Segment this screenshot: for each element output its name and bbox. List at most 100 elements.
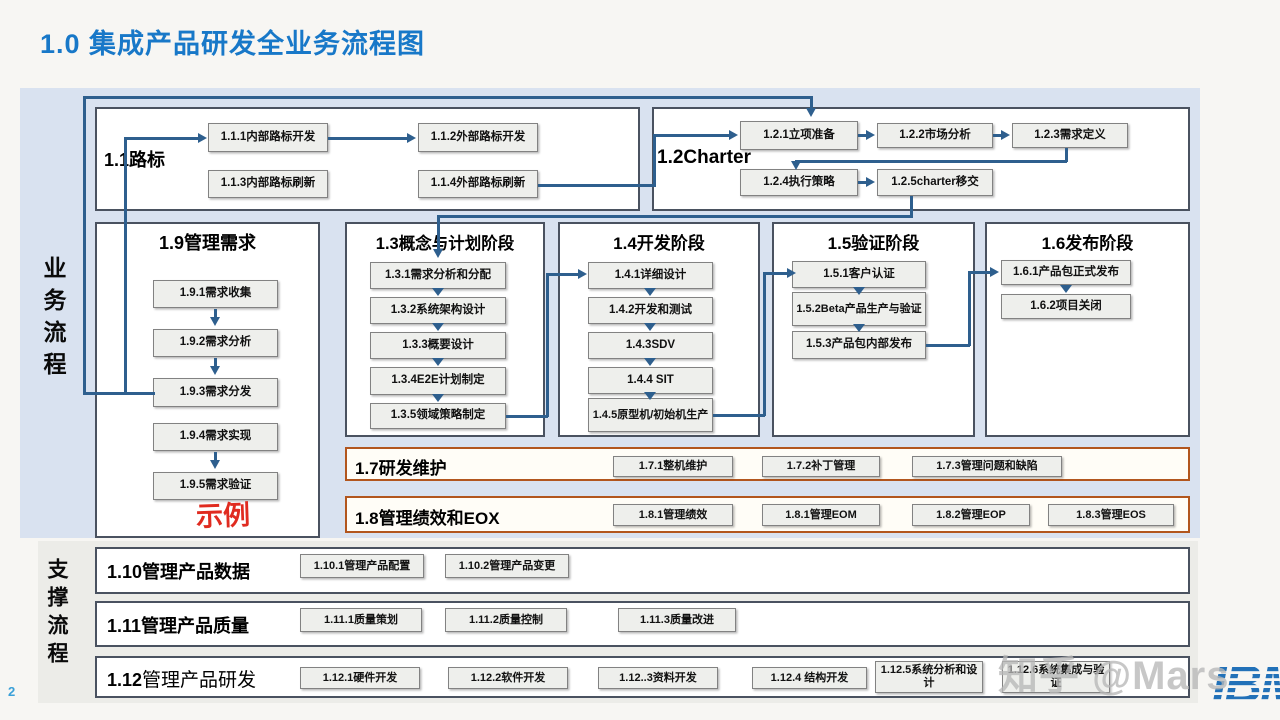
flow-line [83, 392, 155, 395]
lane-label-support: 支撑流程 [45, 558, 68, 670]
panel-1-3-concept-plan [345, 222, 545, 437]
arrowhead-down [210, 460, 220, 474]
flow-line [713, 414, 765, 417]
flow-line [546, 273, 580, 276]
arrowhead-right [198, 133, 212, 143]
node-1-3-1: 1.3.1需求分析和分配 [370, 262, 506, 289]
flow-line [214, 358, 217, 368]
node-1-12-6: 1.12.6系统集成与验证 [1002, 661, 1110, 693]
row-title-1-12-text: 管理产品研发 [142, 670, 257, 691]
node-1-9-5: 1.9.5需求验证 [153, 472, 278, 500]
node-1-9-4: 1.9.4需求实现 [153, 423, 278, 451]
flow-line [83, 96, 86, 395]
node-1-12-3: 1.12..3资料开发 [598, 667, 718, 689]
flow-line [858, 181, 868, 184]
page-title: 1.0 集成产品研发全业务流程图 [40, 29, 426, 59]
flow-line [124, 137, 127, 394]
panel-title-1-6: 1.6发布阶段 [1041, 234, 1134, 253]
ibm-logo: IBM [1212, 656, 1280, 711]
node-1-1-1: 1.1.1内部路标开发 [208, 123, 328, 152]
flow-triangle [644, 288, 656, 302]
node-1-9-1: 1.9.1需求收集 [153, 280, 278, 308]
lane-label-business: 业务流程 [40, 256, 66, 384]
row-1-10-product-data [95, 547, 1190, 594]
node-1-2-2: 1.2.2市场分析 [877, 123, 993, 148]
node-1-2-5: 1.2.5charter移交 [877, 169, 993, 196]
flow-line [763, 272, 789, 275]
arrowhead-right [787, 268, 801, 278]
node-1-4-4: 1.4.4 SIT [588, 367, 713, 394]
node-1-9-3: 1.9.3需求分发 [153, 378, 278, 407]
arrowhead-down [433, 249, 443, 263]
node-1-2-4: 1.2.4执行策略 [740, 169, 858, 196]
node-1-8-1: 1.8.1管理绩效 [613, 504, 733, 526]
arrowhead-right [407, 133, 421, 143]
node-1-8-3: 1.8.3管理EOS [1048, 504, 1174, 526]
watermark: 知乎 @Mars [998, 654, 1230, 698]
flow-line [214, 452, 217, 462]
node-1-4-2: 1.4.2开发和测试 [588, 297, 713, 324]
node-1-12-4: 1.12.4 结构开发 [752, 667, 867, 689]
panel-title-1-1: 1.1路标 [104, 150, 166, 170]
page-number: 2 [8, 684, 16, 699]
panel-1-5-verification [772, 222, 975, 437]
node-1-5-3: 1.5.3产品包内部发布 [792, 331, 926, 359]
flow-triangle [432, 323, 444, 337]
flow-line [858, 134, 868, 137]
node-1-4-1: 1.4.1详细设计 [588, 262, 713, 289]
flow-line [810, 96, 813, 108]
panel-title-1-3: 1.3概念与计划阶段 [375, 235, 515, 253]
flow-line [83, 96, 812, 99]
flow-line [968, 271, 971, 346]
flow-line [926, 344, 970, 347]
node-1-1-2: 1.1.2外部路标开发 [418, 123, 538, 152]
arrowhead-right [866, 177, 880, 187]
example-note: 示例 [195, 500, 251, 532]
flow-line [328, 137, 409, 140]
flow-line [993, 134, 1003, 137]
arrowhead-right [1001, 130, 1015, 140]
flow-triangle [644, 358, 656, 372]
panel-1-6-release [985, 222, 1190, 437]
flow-line [968, 271, 992, 274]
panel-title-1-4: 1.4开发阶段 [613, 234, 705, 253]
panel-title-1-5: 1.5验证阶段 [827, 234, 920, 253]
flow-triangle [432, 394, 444, 408]
panel-title-1-9: 1.9管理需求 [158, 233, 257, 253]
flow-triangle [644, 323, 656, 337]
node-1-1-3: 1.1.3内部路标刷新 [208, 170, 328, 198]
flow-line [124, 137, 200, 140]
node-1-12-2: 1.12.2软件开发 [448, 667, 568, 689]
node-1-10-2: 1.10.2管理产品变更 [445, 554, 569, 578]
node-1-11-3: 1.11.3质量改进 [618, 608, 736, 632]
flow-line [653, 135, 656, 187]
arrowhead-right [990, 267, 1004, 277]
flow-line [795, 160, 1067, 163]
flow-line [546, 273, 549, 417]
flow-line [506, 415, 548, 418]
node-1-6-2: 1.6.2项目关闭 [1001, 294, 1131, 319]
node-1-3-5: 1.3.5领域策略制定 [370, 403, 506, 429]
flow-line [437, 215, 440, 251]
arrowhead-right [866, 130, 880, 140]
node-1-2-3: 1.2.3需求定义 [1012, 123, 1128, 148]
flow-line [1065, 148, 1068, 162]
node-1-11-1: 1.11.1质量策划 [300, 608, 422, 632]
arrowhead-down [806, 108, 816, 122]
node-1-6-1: 1.6.1产品包正式发布 [1001, 260, 1131, 285]
node-1-2-1: 1.2.1立项准备 [740, 121, 858, 150]
node-1-7-1: 1.7.1整机维护 [613, 456, 733, 477]
arrowhead-right [578, 269, 592, 279]
arrowhead-down [791, 161, 801, 175]
node-1-1-4: 1.1.4外部路标刷新 [418, 170, 538, 198]
flow-line [214, 309, 217, 319]
node-1-5-1: 1.5.1客户认证 [792, 261, 926, 288]
node-1-4-3: 1.4.3SDV [588, 332, 713, 359]
panel-1-1-roadmap [95, 107, 640, 211]
arrowhead-down [210, 317, 220, 331]
row-title-1-12: 1.12管理产品研发 [107, 665, 256, 692]
node-1-12-1: 1.12.1硬件开发 [300, 667, 420, 689]
panel-title-1-2: 1.2Charter [657, 147, 751, 168]
row-title-1-10: 1.10管理产品数据 [107, 562, 251, 582]
